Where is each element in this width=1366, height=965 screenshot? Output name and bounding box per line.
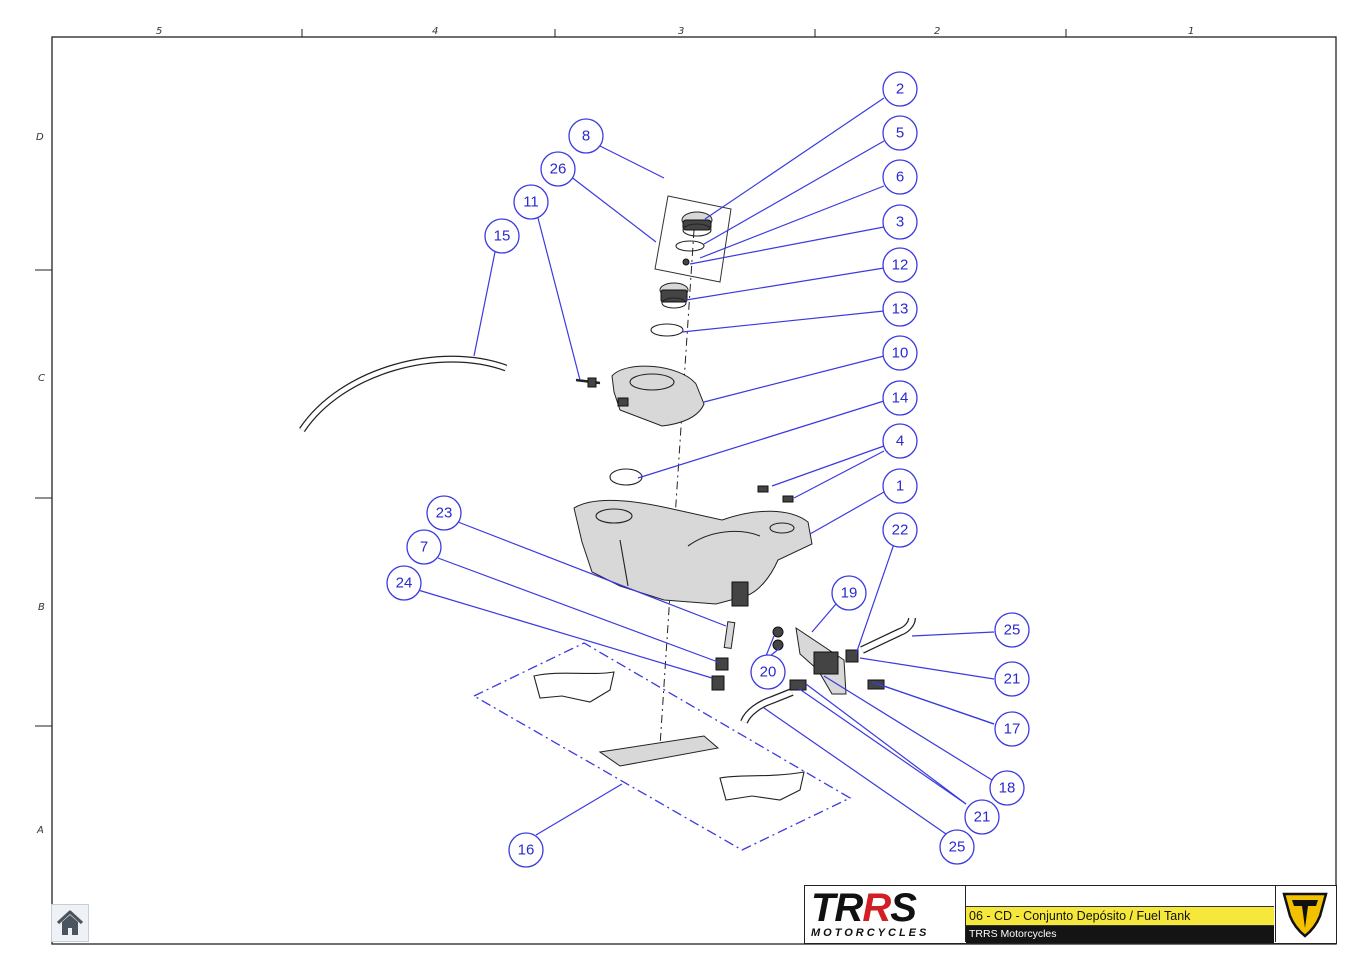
callout-25-lower[interactable]: 25	[939, 829, 975, 865]
cap-seal-part-5	[675, 240, 705, 252]
callout-24[interactable]: 24	[386, 565, 422, 601]
zone-row-a: A	[36, 825, 44, 836]
zone-col-3: 3	[678, 26, 684, 37]
trrs-logo: TRRS MOTORCYCLES	[805, 886, 966, 942]
shield-logo-icon	[1282, 892, 1328, 938]
heat-shield-right	[719, 771, 805, 801]
callout-15[interactable]: 15	[484, 218, 520, 254]
o-ring-part-13	[650, 323, 684, 337]
heat-shield-left	[533, 671, 615, 703]
nut-part-7	[715, 657, 729, 671]
tank-cover-part-10	[611, 365, 705, 427]
washer-part-18	[789, 679, 807, 691]
logo-text-r-accent: R	[862, 886, 891, 930]
callout-2[interactable]: 2	[882, 71, 918, 107]
callout-1[interactable]: 1	[882, 468, 918, 504]
callout-3[interactable]: 3	[882, 204, 918, 240]
home-icon	[56, 910, 84, 935]
bolts-part-4	[757, 485, 794, 503]
callout-19[interactable]: 19	[831, 575, 867, 611]
valve-part-6	[682, 258, 690, 266]
assembly-axis	[659, 229, 695, 747]
bolt-part-23	[723, 621, 736, 649]
company-cell: TRRS Motorcycles	[966, 926, 1274, 943]
callout-21-lower[interactable]: 21	[964, 799, 1000, 835]
logo-text-s: S	[890, 886, 917, 930]
fitting-part-24	[711, 675, 725, 691]
zone-row-d: D	[36, 132, 44, 143]
zone-row-c: C	[38, 373, 45, 384]
callout-25-upper[interactable]: 25	[994, 612, 1030, 648]
zone-col-1: 1	[1188, 26, 1194, 37]
logo-subtitle: MOTORCYCLES	[811, 927, 930, 939]
callout-5[interactable]: 5	[882, 115, 918, 151]
heat-shield-group-part-16	[472, 642, 852, 851]
callout-18[interactable]: 18	[989, 770, 1025, 806]
callout-23[interactable]: 23	[426, 495, 462, 531]
callout-20[interactable]: 20	[750, 654, 786, 690]
callout-13[interactable]: 13	[882, 291, 918, 327]
zone-col-4: 4	[432, 26, 438, 37]
leader-lines	[417, 97, 995, 836]
callout-26[interactable]: 26	[540, 151, 576, 187]
fuel-tank-part-1	[573, 500, 813, 605]
drawing-title-cell: 06 - CD - Conjunto Depósito / Fuel Tank	[966, 906, 1274, 926]
callout-22[interactable]: 22	[882, 512, 918, 548]
zone-row-b: B	[38, 602, 45, 613]
callout-12[interactable]: 12	[882, 247, 918, 283]
callout-11[interactable]: 11	[513, 184, 549, 220]
callout-21-upper[interactable]: 21	[994, 661, 1030, 697]
callout-8[interactable]: 8	[568, 118, 604, 154]
home-button[interactable]	[51, 904, 89, 942]
drawing-title: 06 - CD - Conjunto Depósito / Fuel Tank	[969, 909, 1191, 923]
callout-7[interactable]: 7	[406, 529, 442, 565]
clamp-part-21	[845, 649, 859, 663]
logo-text-tr: TR	[811, 886, 863, 930]
gasket-part-14	[609, 468, 643, 486]
brand-shield	[1275, 886, 1336, 942]
title-block: TRRS MOTORCYCLES 06 - CD - Conjunto Depó…	[804, 885, 1337, 944]
sheet-frame	[51, 36, 1337, 945]
zone-col-2: 2	[934, 26, 940, 37]
rubber-strip-part-15	[299, 355, 508, 432]
company-name: TRRS Motorcycles	[969, 928, 1057, 940]
callout-16[interactable]: 16	[508, 832, 544, 868]
bolt-part-17	[867, 679, 885, 690]
callout-6[interactable]: 6	[882, 159, 918, 195]
callout-10[interactable]: 10	[882, 335, 918, 371]
callout-17[interactable]: 17	[994, 711, 1030, 747]
washer-part-20	[772, 626, 784, 638]
heat-shield-center	[598, 735, 720, 767]
cap-assembly-box-part-26	[654, 195, 732, 283]
callout-4[interactable]: 4	[882, 423, 918, 459]
zone-col-5: 5	[156, 26, 162, 37]
callout-14[interactable]: 14	[882, 380, 918, 416]
